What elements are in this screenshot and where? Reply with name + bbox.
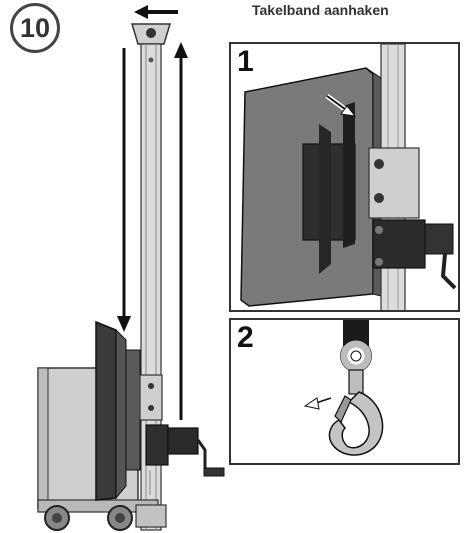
panel-number: 1 <box>237 45 254 78</box>
lift-illustration <box>37 5 225 531</box>
hook-latch-closeup <box>303 320 384 456</box>
arrow-down-icon <box>117 48 131 332</box>
detail-panel-1: 1 <box>229 42 460 312</box>
step-number: 10 <box>19 12 51 43</box>
page-title: Takelband aanhaken <box>252 2 389 18</box>
panel-number: 2 <box>237 321 254 354</box>
step-number-badge: 10 <box>10 3 60 53</box>
arrow-up-icon <box>174 42 188 420</box>
mount-bracket-closeup <box>240 44 457 310</box>
detail-panel-2: 2 <box>229 318 460 465</box>
arrow-left-icon <box>134 5 178 19</box>
arrow-icon <box>303 397 332 410</box>
arrow-icon <box>325 93 357 117</box>
